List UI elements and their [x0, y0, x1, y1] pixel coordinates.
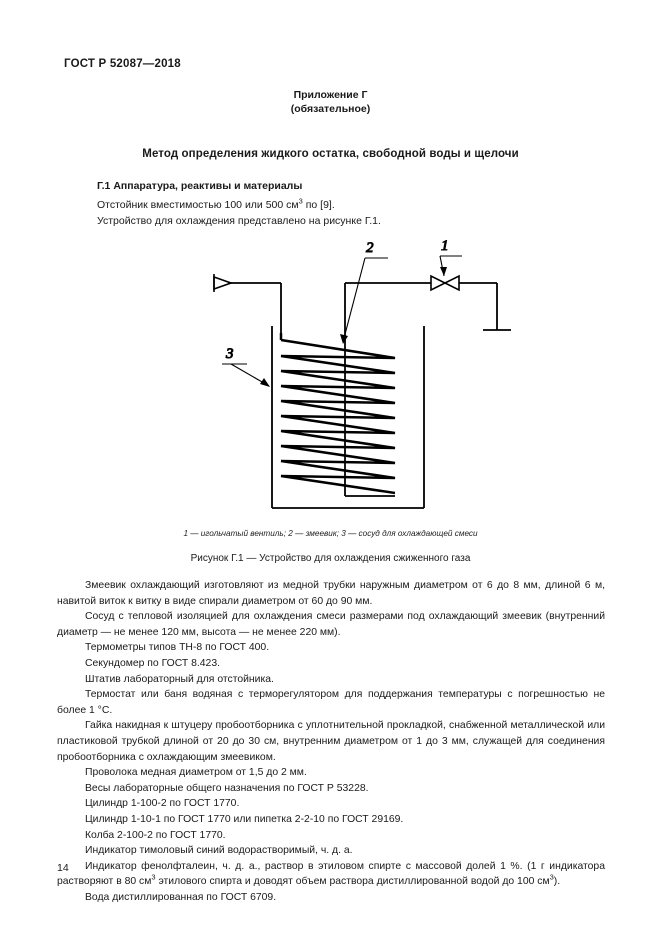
figure-legend-item-3: 3 — сосуд для охлаждающей смеси — [341, 529, 478, 538]
body-paragraph: Гайка накидная к штуцеру пробоотборника … — [57, 720, 605, 763]
section-intro: Отстойник вместимостью 100 или 500 см3 п… — [97, 196, 577, 229]
intro-line-2: Устройство для охлаждения представлено н… — [97, 214, 381, 227]
body-paragraph: Секундомер по ГОСТ 8.423. — [85, 657, 221, 669]
cooling-coil — [279, 333, 396, 495]
body-paragraph: Термометры типов ТН-8 по ГОСТ 400. — [85, 642, 270, 654]
callout-2-label: 2 — [366, 240, 374, 256]
needle-valve-right-triangle-icon — [443, 274, 460, 292]
annex-title: Приложение Г — [293, 89, 368, 101]
body-paragraph: Цилиндр 1-10-1 по ГОСТ 1770 или пипетка … — [85, 813, 404, 825]
callout-2-arrowhead-icon — [340, 334, 348, 344]
body-p14-text-c: ). — [553, 876, 561, 888]
body-paragraph: Проволока медная диаметром от 1,5 до 2 м… — [85, 767, 307, 779]
cooling-device-schematic: 1 2 3 — [213, 238, 511, 509]
figure-g1-diagram: 1 2 3 — [0, 236, 661, 526]
figure-caption: Рисунок Г.1 — Устройство для охлаждения … — [190, 553, 471, 564]
body-paragraph: Сосуд с тепловой изоляцией для охлаждени… — [57, 611, 605, 638]
intro-line-1-superscript: 3 — [298, 196, 303, 206]
figure-legend-item-1: 1 — игольчатый вентиль; — [183, 529, 289, 538]
needle-valve-left-triangle-icon — [430, 274, 447, 292]
annex-heading-block: Приложение Г (обязательное) — [0, 88, 661, 116]
annex-status: (обязательное) — [290, 103, 371, 115]
body-p14-text-a: Индикатор фенолфталеин, ч. д. а., раство… — [57, 860, 605, 888]
figure-legend-item-2: 2 — змеевик; — [288, 529, 342, 538]
callout-2-leader — [342, 257, 366, 343]
body-paragraph: Вода дистиллированная по ГОСТ 6709. — [85, 891, 277, 903]
intro-line-1-text-a: Отстойник вместимостью 100 или 500 см — [97, 199, 299, 211]
body-paragraph: Весы лабораторные общего назначения по Г… — [85, 782, 369, 794]
callout-3-label: 3 — [225, 346, 234, 362]
body-p14-superscript-1: 3 — [151, 872, 156, 882]
body-paragraph-with-superscripts: Индикатор фенолфталеин, ч. д. а., раство… — [57, 859, 605, 890]
intro-line-1: Отстойник вместимостью 100 или 500 см3 п… — [97, 196, 577, 214]
page-number: 14 — [57, 862, 69, 874]
body-p14-superscript-2: 3 — [549, 872, 554, 882]
body-paragraph: Индикатор тимоловый синий водорастворимы… — [85, 845, 353, 857]
body-paragraph: Штатив лабораторный для отстойника. — [85, 673, 274, 685]
method-title: Метод определения жидкого остатка, свобо… — [142, 148, 519, 160]
section-heading: Г.1 Аппаратура, реактивы и материалы — [97, 180, 303, 192]
body-p14-text-b: этилового спирта и доводят объем раствор… — [155, 876, 550, 888]
callout-1-label: 1 — [441, 238, 449, 254]
callout-3-arrowhead-icon — [260, 378, 270, 387]
body-paragraph: Колба 2-100-2 по ГОСТ 1770. — [85, 829, 226, 841]
figure-legend: 1 — игольчатый вентиль; 2 — змеевик; 3 —… — [0, 529, 661, 538]
callout-1-arrowhead-icon — [440, 267, 447, 276]
running-header: ГОСТ Р 52087—2018 — [64, 58, 181, 70]
body-paragraph: Змеевик охлаждающий изготовляют из медно… — [57, 580, 605, 607]
body-paragraph: Термостат или баня водяная с терморегуля… — [57, 689, 605, 716]
body-paragraph: Цилиндр 1-100-2 по ГОСТ 1770. — [85, 798, 240, 810]
body-text: Змеевик охлаждающий изготовляют из медно… — [57, 578, 605, 905]
intro-line-1-text-b: по [9]. — [302, 199, 335, 211]
